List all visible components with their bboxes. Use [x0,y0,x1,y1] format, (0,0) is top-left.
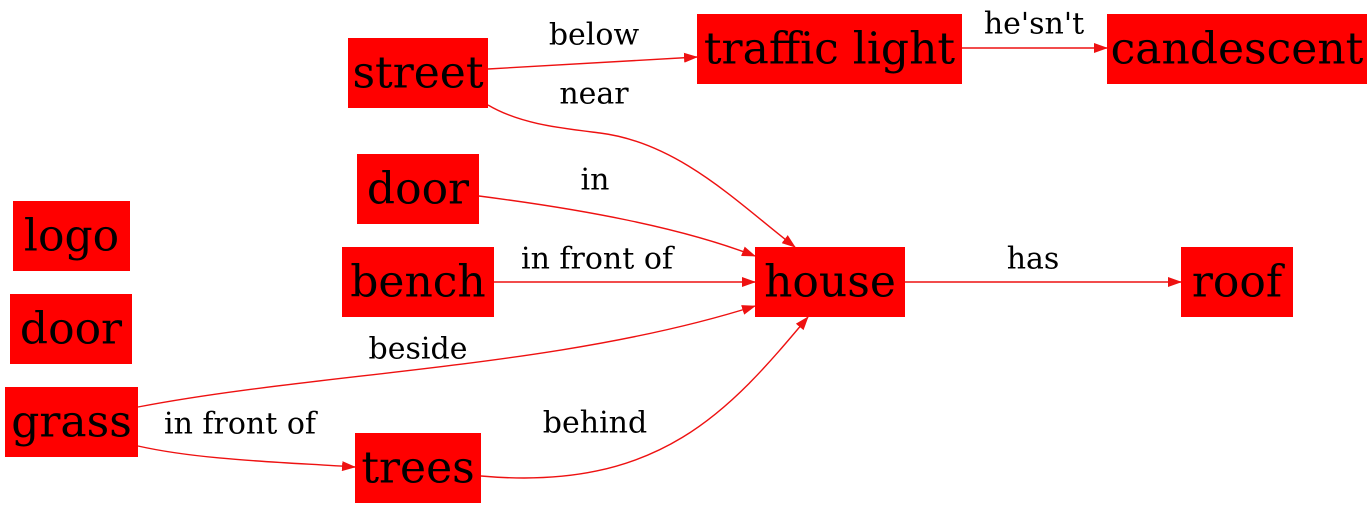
edge-grass-to-house [137,305,756,408]
node-label: house [764,257,896,308]
node-logo: logo [13,201,130,271]
node-label: door [367,164,470,215]
node-door2: door [10,294,132,364]
node-grass: grass [5,387,138,457]
node-label: door [20,304,123,355]
edge-label: near [559,77,629,112]
edges-layer: below he'sn't near in in front of has beside in… [137,7,1182,479]
node-roof: roof [1181,247,1293,317]
edge-label: in [581,163,610,198]
node-street: street [348,38,488,108]
edge-door1-to-house [478,195,756,257]
node-box [13,201,130,271]
edge-street-to-house [487,104,796,248]
edge-trees-to-house [480,316,809,479]
node-label: grass [11,397,132,448]
edge-street-to-traffic_light [487,52,698,70]
edge-grass-to-trees [137,445,356,472]
node-label: roof [1192,257,1285,308]
node-box [697,14,962,84]
node-traffic-light: traffic light [697,14,962,84]
node-candescent: candescent [1107,14,1367,84]
node-door1: door [357,154,479,224]
node-box [342,247,494,317]
edge-label: behind [543,406,647,441]
node-box [5,387,138,457]
node-trees: trees [355,433,481,503]
nodes-layer: street traffic light candescent door logo ben… [5,14,1367,503]
node-box [348,38,488,108]
node-label: logo [24,211,119,262]
node-box [1181,247,1293,317]
edge-label: in front of [521,242,675,277]
edge-label: in front of [164,407,318,442]
node-box [357,154,479,224]
node-label: trees [361,443,474,494]
edge-label: he'sn't [984,7,1084,42]
node-box [355,433,481,503]
edge-label: below [549,18,640,53]
node-box [1107,14,1367,84]
node-label: candescent [1111,24,1364,75]
node-box [755,247,905,317]
node-label: traffic light [704,24,956,75]
node-house: house [755,247,905,317]
node-box [10,294,132,364]
edge-label: has [1007,242,1060,277]
node-label: street [352,48,483,99]
node-label: bench [350,257,486,308]
node-bench: bench [342,247,494,317]
edge-label: beside [369,332,468,367]
